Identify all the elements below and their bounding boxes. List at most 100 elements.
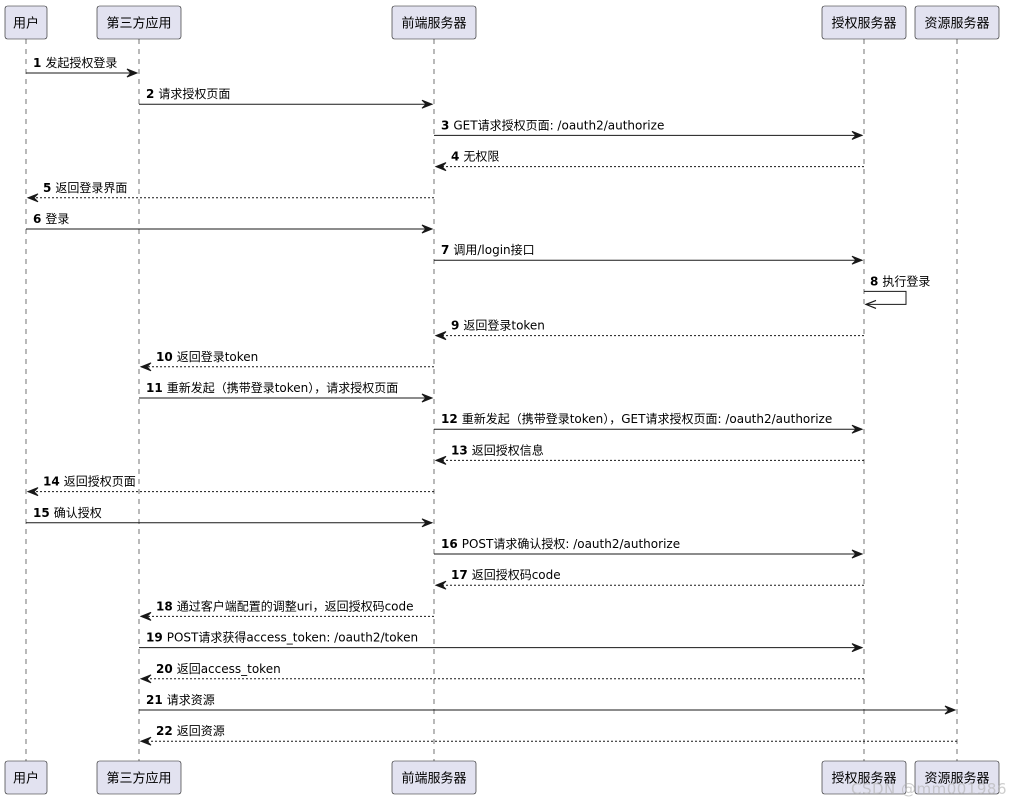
message-number: 3 [441, 118, 449, 132]
participant-box [914, 5, 1000, 40]
message-text: 请求资源 [167, 693, 215, 707]
message-label: 7 调用/login接口 [441, 242, 535, 257]
message-text: 请求授权页面 [158, 86, 230, 101]
message-8: 8 执行登录 [864, 273, 930, 309]
participant-box [391, 760, 477, 795]
message-text: 无权限 [463, 150, 499, 164]
participant-auth-top: 授权服务器 [821, 5, 907, 40]
message-text: 返回资源 [177, 724, 225, 738]
participant-label: 前端服务器 [401, 16, 466, 32]
participant-label: 第三方应用 [106, 16, 171, 32]
message-label: 3 GET请求授权页面: /oauth2/authorize [441, 117, 664, 132]
arrowhead [434, 580, 447, 590]
message-number: 22 [156, 724, 173, 738]
message-label: 19 POST请求获得access_token: /oauth2/token [146, 630, 418, 645]
arrowhead [26, 487, 39, 497]
arrowhead [139, 736, 152, 746]
participant-auth-bottom: 授权服务器 [821, 760, 907, 795]
message-number: 9 [451, 319, 459, 333]
participant-box [821, 760, 907, 795]
arrowhead [126, 68, 139, 78]
message-21: 21 请求资源 [139, 693, 957, 715]
message-label: 22 返回资源 [156, 724, 225, 738]
message-19: 19 POST请求获得access_token: /oauth2/token [139, 630, 864, 653]
message-text: 确认授权 [54, 505, 102, 520]
message-number: 15 [33, 506, 50, 520]
message-text: 返回授权码code [472, 567, 561, 582]
message-text: GET请求授权页面: /oauth2/authorize [453, 117, 664, 132]
participant-label: 授权服务器 [831, 16, 896, 32]
message-text: 返回授权信息 [472, 442, 544, 457]
participant-third-top: 第三方应用 [96, 5, 182, 40]
message-text: 返回登录token [463, 318, 545, 333]
arrowhead [139, 611, 152, 621]
message-number: 6 [33, 212, 41, 226]
message-number: 21 [146, 693, 163, 707]
message-7: 7 调用/login接口 [434, 242, 864, 265]
participant-label: 资源服务器 [924, 771, 989, 787]
message-number: 11 [146, 381, 163, 395]
arrowhead [864, 299, 877, 309]
message-label: 9 返回登录token [451, 318, 545, 333]
message-text: 重新发起（携带登录token），GET请求授权页面: /oauth2/autho… [462, 411, 833, 426]
participant-box [4, 5, 48, 40]
message-11: 11 重新发起（携带登录token），请求授权页面 [139, 380, 434, 403]
arrowhead [139, 362, 152, 372]
participant-label: 第三方应用 [106, 771, 171, 787]
arrowhead [421, 99, 434, 109]
arrowhead [139, 674, 152, 684]
message-text: 重新发起（携带登录token），请求授权页面 [167, 380, 399, 395]
message-text: 执行登录 [882, 273, 930, 288]
participant-res-top: 资源服务器 [914, 5, 1000, 40]
message-number: 2 [146, 87, 154, 101]
arrowhead [434, 331, 447, 341]
arrowhead [851, 549, 864, 559]
participant-label: 用户 [13, 16, 39, 32]
message-3: 3 GET请求授权页面: /oauth2/authorize [434, 117, 864, 140]
participant-label: 授权服务器 [831, 771, 896, 787]
message-number: 20 [156, 662, 173, 676]
arrowhead [26, 193, 39, 203]
participant-third-bottom: 第三方应用 [96, 760, 182, 795]
message-text: 返回授权页面 [64, 474, 136, 489]
message-text: 返回登录界面 [55, 180, 127, 195]
participant-front-bottom: 前端服务器 [391, 760, 477, 795]
participant-front-top: 前端服务器 [391, 5, 477, 40]
message-text: 调用/login接口 [453, 242, 534, 257]
message-text: 发起授权登录 [45, 55, 117, 70]
message-text: 通过客户端配置的调整uri，返回授权码code [177, 598, 414, 613]
arrowhead [851, 255, 864, 265]
message-label: 21 请求资源 [146, 693, 215, 707]
arrowhead [851, 424, 864, 434]
message-text: POST请求获得access_token: /oauth2/token [167, 630, 418, 645]
arrowhead [851, 643, 864, 653]
participant-box [96, 5, 182, 40]
message-number: 19 [146, 631, 163, 645]
message-number: 8 [870, 274, 878, 288]
message-number: 18 [156, 599, 173, 613]
participant-user-top: 用户 [4, 5, 48, 40]
message-label: 15 确认授权 [33, 505, 102, 520]
message-number: 7 [441, 243, 449, 257]
message-2: 2 请求授权页面 [139, 86, 434, 109]
arrowhead [851, 130, 864, 140]
participant-user-bottom: 用户 [4, 760, 48, 795]
